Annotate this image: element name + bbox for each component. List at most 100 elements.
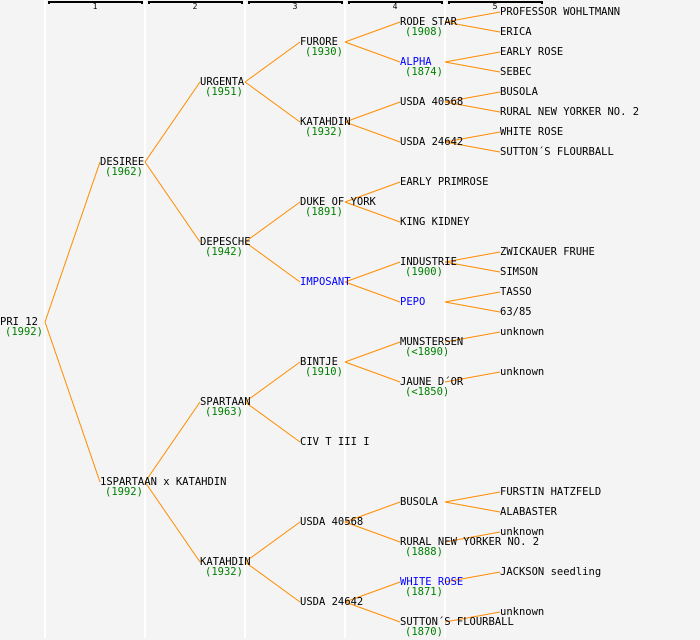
pedigree-node[interactable]: KATAHDIN(1932) (300, 116, 351, 138)
pedigree-node[interactable]: WHITE ROSE(1871) (400, 576, 464, 598)
pedigree-node[interactable]: DESIREE(1962) (100, 157, 144, 178)
generation-guide-line (244, 0, 246, 638)
pedigree-node[interactable]: RURAL NEW YORKER NO. 2(1888) (400, 536, 540, 558)
pedigree-node[interactable]: KING KIDNEY (400, 217, 470, 228)
pedigree-node[interactable]: USDA 24642 (300, 597, 363, 608)
pedigree-node[interactable]: ERICA (500, 26, 532, 38)
pedigree-connector (444, 61, 501, 73)
pedigree-connector (144, 401, 201, 483)
variety-name: ALABASTER (500, 506, 557, 518)
variety-name: unknown (500, 526, 545, 538)
variety-year: (1951) (205, 86, 243, 98)
pedigree-node[interactable]: RURAL NEW YORKER NO. 2 (500, 106, 640, 118)
generation-bracket (248, 1, 343, 4)
pedigree-node[interactable]: JAUNE D´OR(<1850) (400, 377, 463, 398)
pedigree-node[interactable]: WHITE ROSE (500, 126, 564, 138)
pedigree-node[interactable]: EARLY ROSE (500, 47, 563, 58)
pedigree-connector (244, 561, 301, 603)
pedigree-connector (244, 401, 301, 443)
variety-name: WHITE ROSE (500, 126, 564, 138)
pedigree-node[interactable]: BUSOLA (400, 497, 438, 508)
variety-name: TASSO (500, 286, 532, 298)
pedigree-connector (444, 611, 501, 623)
pedigree-connector (244, 81, 301, 123)
generation-guide-line (144, 0, 146, 638)
variety-name: RURAL NEW YORKER NO. 2 (500, 106, 640, 118)
pedigree-node[interactable]: unknown (500, 526, 545, 538)
pedigree-connector (444, 131, 501, 143)
pedigree-node[interactable]: PRI 12(1992) (0, 317, 43, 338)
pedigree-connector (444, 51, 501, 63)
pedigree-node[interactable]: INDUSTRIE(1900) (400, 256, 457, 278)
generation-label: 4 (392, 2, 398, 11)
variety-name: INDUSTRIE (400, 256, 457, 268)
variety-year: (1900) (405, 266, 443, 278)
variety-year: (1992) (105, 486, 143, 498)
pedigree-node[interactable]: FURORE(1930) (300, 36, 343, 58)
pedigree-node[interactable]: BUSOLA (500, 87, 538, 98)
pedigree-node[interactable]: RODE STAR(1908) (400, 17, 457, 38)
pedigree-node[interactable]: PROFESSOR WOHLTMANN (500, 7, 620, 18)
pedigree-node[interactable]: unknown (500, 607, 544, 618)
pedigree-connector (244, 521, 301, 563)
pedigree-node[interactable]: DUKE OF YORK(1891) (300, 197, 376, 218)
variety-name[interactable]: IMPOSANT (300, 276, 351, 288)
pedigree-connector (444, 301, 501, 313)
pedigree-connector (444, 291, 501, 303)
variety-name: 63/85 (500, 306, 532, 318)
variety-name: USDA 40568 (400, 96, 464, 108)
variety-name[interactable]: ALPHA (400, 56, 432, 68)
pedigree-node[interactable]: SIMSON (500, 267, 538, 278)
variety-name: RURAL NEW YORKER NO. 2 (400, 536, 540, 548)
variety-name[interactable]: PEPO (400, 296, 426, 308)
pedigree-node[interactable]: KATAHDIN(1932) (200, 556, 251, 578)
variety-name: KATAHDIN (300, 116, 351, 128)
pedigree-node[interactable]: EARLY PRIMROSE (400, 177, 489, 188)
pedigree-node[interactable]: unknown (500, 327, 544, 338)
pedigree-node[interactable]: DEPESCHE(1942) (200, 237, 251, 258)
variety-year: (1908) (405, 26, 443, 38)
variety-name: ZWICKAUER FRUHE (500, 246, 595, 258)
generation-bracket (348, 1, 443, 4)
pedigree-node[interactable]: MUNSTERSEN(<1890) (400, 337, 463, 358)
pedigree-node[interactable]: USDA 40568 (300, 517, 363, 528)
pedigree-node[interactable]: 63/85 (500, 306, 532, 318)
pedigree-node[interactable]: PEPO (400, 296, 426, 308)
pedigree-node[interactable]: JACKSON seedling (500, 567, 601, 578)
pedigree-node[interactable]: USDA 24642 (400, 137, 463, 148)
pedigree-node[interactable]: URGENTA(1951) (200, 77, 244, 98)
generation-label: 2 (192, 2, 198, 11)
variety-name: SUTTON´S FLOURBALL (500, 146, 614, 158)
variety-name: SPARTAAN (200, 396, 251, 408)
pedigree-node[interactable]: BINTJE(1910) (300, 357, 343, 378)
pedigree-connector (144, 161, 201, 243)
pedigree-connector (244, 41, 301, 83)
pedigree-connector (344, 521, 401, 543)
pedigree-node[interactable]: ZWICKAUER FRUHE (500, 246, 595, 258)
pedigree-node[interactable]: TASSO (500, 286, 532, 298)
variety-year: (1932) (205, 566, 243, 578)
variety-name: ERICA (500, 26, 532, 38)
pedigree-node[interactable]: unknown (500, 366, 545, 378)
variety-name: FURORE (300, 36, 338, 48)
pedigree-node[interactable]: SUTTON´S FLOURBALL(1870) (400, 617, 514, 638)
variety-name: SEBEC (500, 66, 532, 78)
pedigree-node[interactable]: USDA 40568 (400, 96, 464, 108)
pedigree-node[interactable]: SUTTON´S FLOURBALL (500, 146, 614, 158)
pedigree-connector (344, 41, 401, 63)
pedigree-connector (344, 581, 401, 603)
pedigree-node[interactable]: 1SPARTAAN x KATAHDIN(1992) (100, 477, 226, 498)
pedigree-node[interactable]: FURSTIN HATZFELD (500, 487, 601, 498)
variety-name[interactable]: WHITE ROSE (400, 576, 464, 588)
pedigree-node[interactable]: SEBEC (500, 66, 532, 78)
variety-name: KATAHDIN (200, 556, 251, 568)
pedigree-node[interactable]: IMPOSANT (300, 276, 351, 288)
pedigree-node[interactable]: SPARTAAN(1963) (200, 396, 251, 418)
pedigree-node[interactable]: ALABASTER (500, 506, 557, 518)
pedigree-node[interactable]: CIV T III I (300, 437, 370, 448)
variety-name: unknown (500, 366, 545, 378)
generation-label: 1 (92, 2, 98, 11)
variety-year: (1963) (205, 406, 243, 418)
pedigree-node[interactable]: ALPHA(1874) (400, 56, 443, 78)
